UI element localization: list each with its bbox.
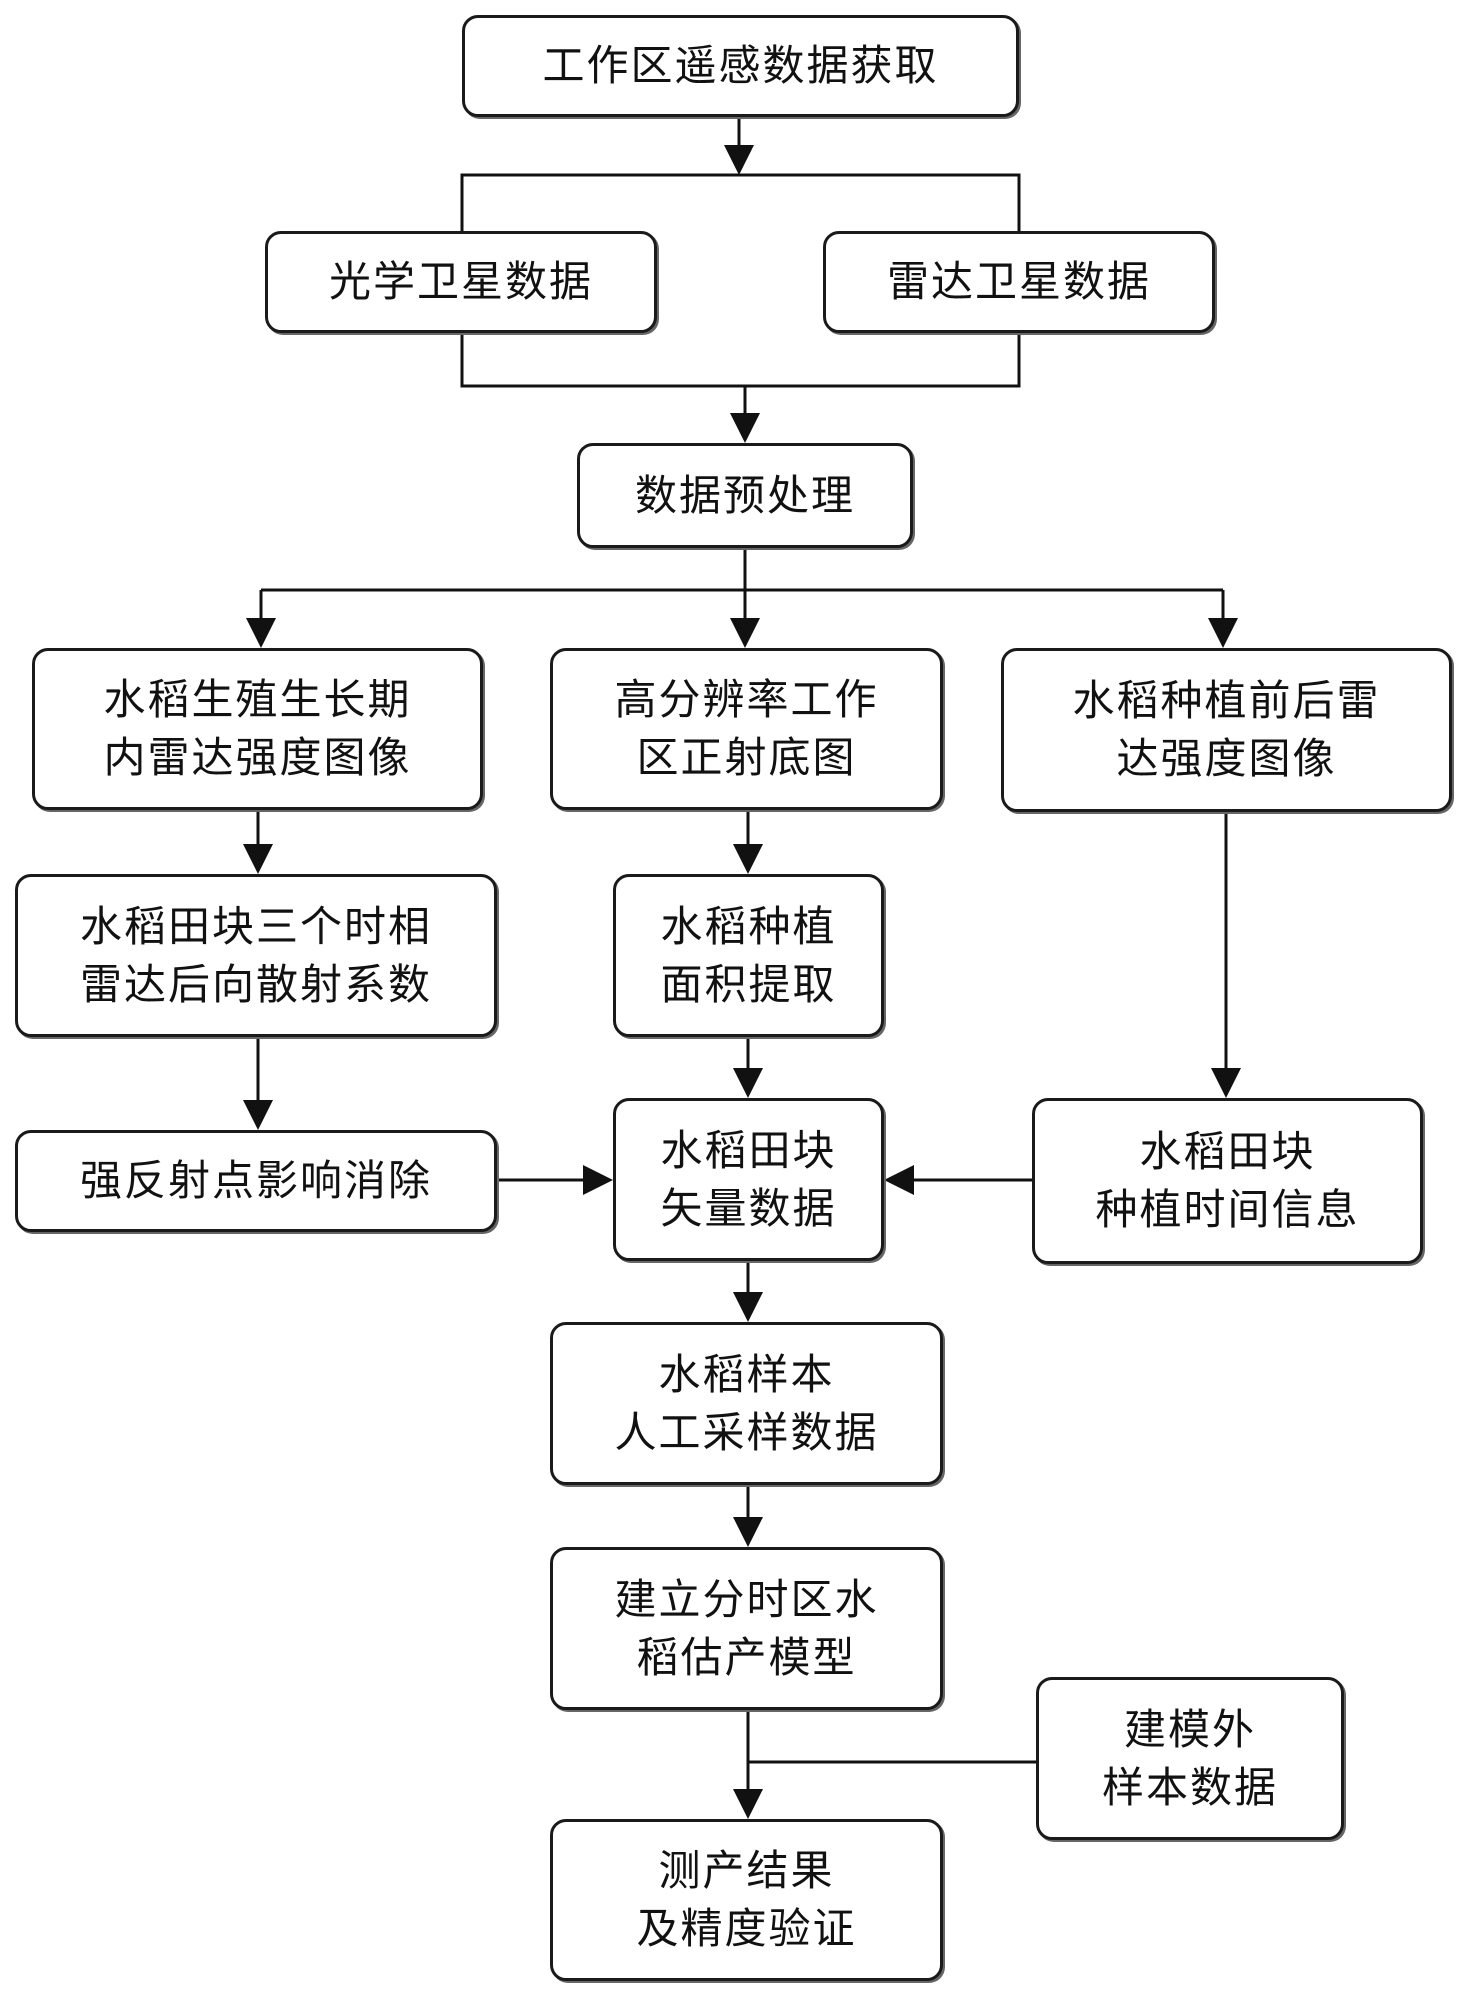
node-plant-radar: 水稻种植前后雷达强度图像: [1001, 648, 1452, 812]
node-text: 样本数据: [1102, 1759, 1278, 1817]
node-reflect: 强反射点影响消除: [15, 1130, 497, 1232]
node-text: 建立分时区水: [614, 1571, 878, 1629]
bracket-top: [462, 175, 1019, 231]
node-text: 强反射点影响消除: [80, 1152, 432, 1210]
node-text: 水稻样本: [614, 1346, 878, 1404]
node-sample: 水稻样本人工采样数据: [550, 1322, 943, 1485]
node-text: 测产结果: [636, 1842, 856, 1900]
node-text: 雷达后向散射系数: [80, 956, 432, 1014]
node-ortho: 高分辨率工作区正射底图: [550, 648, 943, 810]
node-text: 区正射底图: [614, 729, 878, 787]
node-text: 及精度验证: [636, 1900, 856, 1958]
node-text: 水稻种植: [660, 898, 836, 956]
bracket-bottom: [462, 333, 1019, 386]
node-preprocess: 数据预处理: [577, 443, 913, 548]
node-vector: 水稻田块矢量数据: [613, 1098, 884, 1261]
node-model: 建立分时区水稻估产模型: [550, 1547, 943, 1710]
node-text: 高分辨率工作: [614, 671, 878, 729]
node-text: 水稻田块: [1095, 1123, 1359, 1181]
node-growth-radar: 水稻生殖生长期内雷达强度图像: [32, 648, 483, 810]
node-text: 面积提取: [660, 956, 836, 1014]
node-text: 达强度图像: [1072, 730, 1380, 788]
node-radar: 雷达卫星数据: [823, 231, 1215, 333]
node-text: 人工采样数据: [614, 1404, 878, 1462]
node-acquire: 工作区遥感数据获取: [462, 15, 1019, 117]
node-optical: 光学卫星数据: [265, 231, 657, 333]
node-result: 测产结果及精度验证: [550, 1819, 943, 1981]
node-text: 数据预处理: [635, 467, 855, 525]
node-text: 矢量数据: [660, 1180, 836, 1238]
node-text: 雷达卫星数据: [887, 253, 1151, 311]
node-text: 建模外: [1102, 1701, 1278, 1759]
node-area: 水稻种植面积提取: [613, 874, 884, 1037]
node-external: 建模外样本数据: [1036, 1677, 1344, 1840]
node-text: 光学卫星数据: [329, 253, 593, 311]
node-text: 水稻生殖生长期: [103, 671, 411, 729]
node-text: 稻估产模型: [614, 1629, 878, 1687]
node-text: 水稻田块三个时相: [80, 898, 432, 956]
node-text: 种植时间信息: [1095, 1181, 1359, 1239]
node-text: 水稻田块: [660, 1122, 836, 1180]
node-text: 内雷达强度图像: [103, 729, 411, 787]
node-time: 水稻田块种植时间信息: [1032, 1098, 1423, 1264]
node-text: 水稻种植前后雷: [1072, 672, 1380, 730]
node-backscatter: 水稻田块三个时相雷达后向散射系数: [15, 874, 497, 1037]
node-text: 工作区遥感数据获取: [542, 37, 938, 95]
